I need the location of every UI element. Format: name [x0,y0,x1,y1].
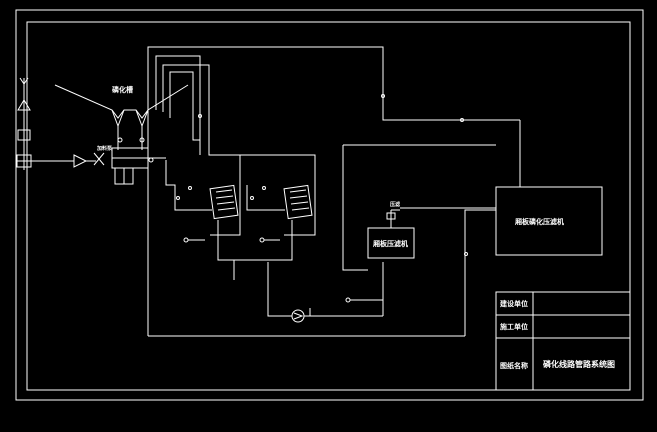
filter-press-inlet [386,209,400,228]
heat-exchanger-2 [233,184,316,280]
heat-exchanger-1 [165,155,241,261]
inner-border [26,21,631,391]
filter-press-label: 厢板压滤机 [373,239,408,248]
inlet-line [31,152,105,168]
overhead-pipes [147,46,520,337]
tank-label: 磷化槽 [112,85,133,94]
filter-pump-label: 压滤 [390,201,400,208]
bottom-pump-line [267,262,384,323]
outer-border [15,9,644,401]
treatment-unit-label: 厢板磷化压滤机 [515,217,564,226]
title-block-row2-label: 施工单位 [500,322,528,331]
return-pipes [342,144,496,271]
pump-label: 加料泵 [96,145,113,152]
left-equipment-symbols [16,77,32,170]
title-block-row1-label: 建设单位 [500,299,528,308]
title-block-row3-label: 图纸名称 [500,361,528,370]
phosphating-tank [54,84,189,150]
drawing-title: 磷化线路管路系统图 [543,359,615,369]
treatment-unit [495,186,603,256]
title-block [495,291,631,391]
tank-outlet-manifold [111,137,166,185]
